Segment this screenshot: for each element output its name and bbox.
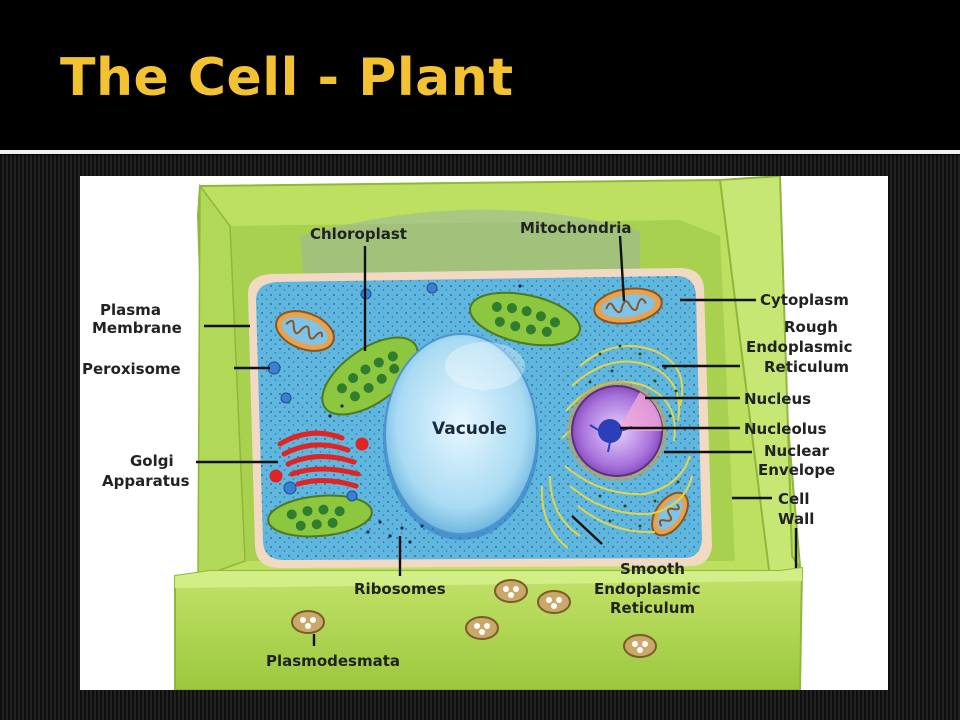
- label-smooth-er-line2: Endoplasmic: [594, 580, 701, 598]
- leader-mitochondria: [618, 235, 626, 302]
- label-plasmodesmata: Plasmodesmata: [266, 652, 400, 670]
- label-golgi-line1: Golgi: [130, 452, 174, 470]
- mitochondria: [275, 287, 689, 537]
- label-rough-er-line1: Rough: [784, 318, 838, 336]
- title-bar: The Cell - Plant: [0, 0, 960, 150]
- label-mitochondria: Mitochondria: [520, 219, 632, 237]
- label-nuclear-envelope-line2: Envelope: [758, 461, 835, 479]
- label-cytoplasm: Cytoplasm: [760, 291, 849, 309]
- label-cell-wall-line2: Wall: [778, 510, 814, 528]
- label-peroxisome: Peroxisome: [82, 360, 181, 378]
- nucleus: [567, 381, 667, 481]
- label-golgi-line2: Apparatus: [102, 472, 190, 490]
- label-plasma-membrane-line1: Plasma: [100, 301, 161, 319]
- label-rough-er-line2: Endoplasmic: [746, 338, 853, 356]
- leader-lines: [196, 235, 798, 646]
- er-ribosome-dots: [588, 344, 680, 528]
- label-rough-er-line3: Reticulum: [764, 358, 849, 376]
- peroxisomes: [267, 282, 438, 502]
- label-smooth-er-line3: Reticulum: [610, 599, 695, 617]
- plant-cell-diagram: Chloroplast Mitochondria Cytoplasm Plasm…: [80, 176, 888, 690]
- ribosomes: [328, 284, 522, 544]
- golgi-apparatus: [269, 430, 369, 489]
- label-vacuole: Vacuole: [432, 419, 507, 439]
- title-divider: [0, 150, 960, 154]
- chloroplasts: [267, 291, 582, 538]
- label-smooth-er-line1: Smooth: [620, 560, 685, 578]
- slide-title: The Cell - Plant: [60, 48, 514, 108]
- label-ribosomes: Ribosomes: [354, 580, 446, 598]
- label-plasma-membrane-line2: Membrane: [92, 319, 182, 337]
- label-chloroplast: Chloroplast: [310, 225, 407, 243]
- plasmodesmata-pores: [291, 579, 657, 658]
- label-nuclear-envelope-line1: Nuclear: [764, 442, 830, 460]
- vacuole: [383, 333, 539, 540]
- diagram-labels: Chloroplast Mitochondria Cytoplasm Plasm…: [82, 219, 853, 670]
- leader-smooth-er: [571, 515, 603, 545]
- label-cell-wall-line1: Cell: [778, 490, 809, 508]
- plant-cell-svg: Chloroplast Mitochondria Cytoplasm Plasm…: [82, 176, 853, 690]
- label-nucleus: Nucleus: [744, 390, 811, 408]
- label-nucleolus: Nucleolus: [744, 420, 827, 438]
